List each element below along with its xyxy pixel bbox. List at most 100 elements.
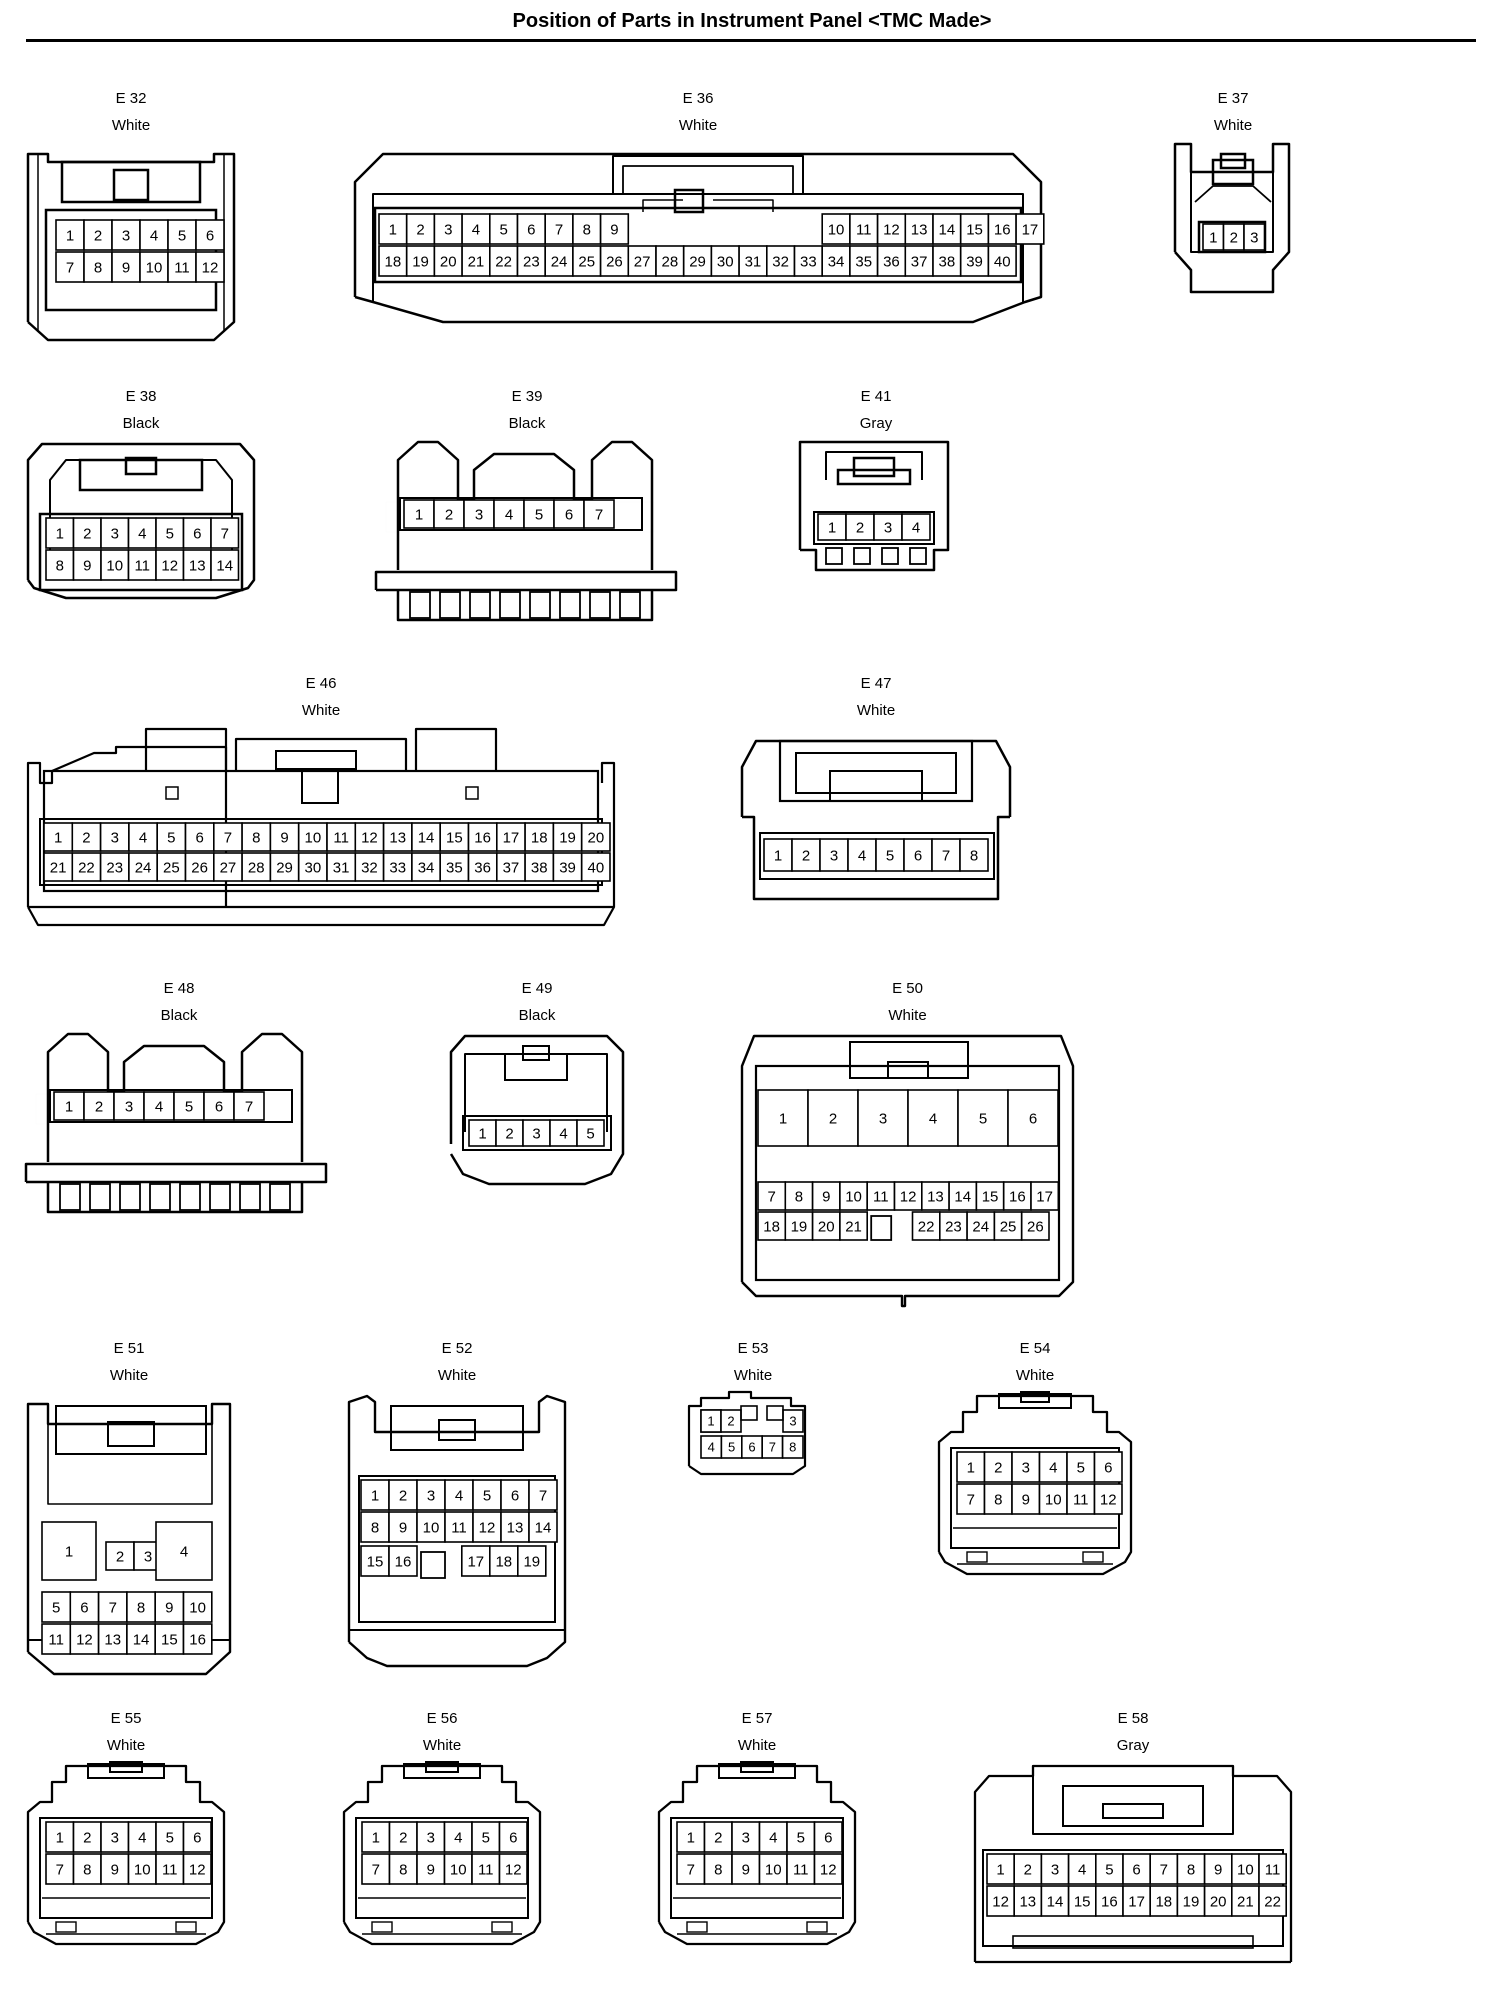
pin-6: 6: [740, 1435, 763, 1459]
svg-text:2: 2: [116, 1548, 124, 1565]
pin-16: 16: [1002, 1181, 1032, 1211]
pin-16: 16: [388, 1545, 418, 1577]
pin-6: 6: [813, 1821, 843, 1853]
svg-text:8: 8: [994, 1491, 1002, 1508]
pin-3: 3: [1011, 1451, 1041, 1483]
svg-text:34: 34: [418, 859, 435, 876]
svg-text:27: 27: [634, 253, 651, 270]
svg-text:12: 12: [76, 1631, 93, 1648]
pin-26: 26: [1020, 1211, 1050, 1241]
svg-text:12: 12: [992, 1893, 1009, 1910]
pin-8: 8: [1176, 1853, 1206, 1885]
pin-27: 27: [627, 245, 657, 277]
svg-text:3: 3: [879, 1110, 887, 1127]
svg-text:39: 39: [966, 253, 983, 270]
svg-text:22: 22: [495, 253, 512, 270]
svg-text:15: 15: [982, 1188, 999, 1205]
svg-text:3: 3: [427, 1829, 435, 1846]
svg-text:7: 7: [245, 1098, 253, 1115]
svg-text:1: 1: [371, 1487, 379, 1504]
svg-text:16: 16: [1101, 1893, 1118, 1910]
pin-4: 4: [901, 513, 931, 541]
svg-text:12: 12: [505, 1861, 522, 1878]
pin-23: 23: [939, 1211, 968, 1241]
pin-6: 6: [203, 1091, 235, 1121]
svg-text:6: 6: [565, 506, 573, 523]
pin-10: 10: [1038, 1483, 1068, 1515]
pin-40: 40: [580, 852, 611, 882]
pin-6: 6: [195, 219, 225, 251]
pin-19: 19: [1176, 1885, 1206, 1917]
pin-14: 14: [210, 549, 240, 581]
pin-3: 3: [1040, 1853, 1070, 1885]
pin-38: 38: [524, 852, 555, 882]
svg-text:5: 5: [797, 1829, 805, 1846]
pin-10: 10: [1230, 1853, 1260, 1885]
pin-3: 3: [416, 1821, 446, 1853]
svg-text:20: 20: [588, 829, 605, 846]
pin-35: 35: [439, 852, 470, 882]
pin-5: 5: [523, 499, 555, 529]
pin-2: 2: [983, 1451, 1013, 1483]
pin-14: 14: [948, 1181, 978, 1211]
pin-2: 2: [791, 838, 821, 872]
svg-text:1: 1: [707, 1414, 714, 1429]
svg-text:1: 1: [65, 1543, 73, 1560]
pin-18: 18: [489, 1545, 519, 1577]
svg-text:17: 17: [467, 1553, 484, 1570]
svg-text:14: 14: [535, 1519, 552, 1536]
connector-code: E 55: [110, 1710, 142, 1727]
svg-text:4: 4: [912, 519, 920, 536]
svg-text:3: 3: [444, 221, 452, 238]
svg-text:10: 10: [134, 1861, 151, 1878]
svg-text:5: 5: [535, 506, 543, 523]
svg-text:14: 14: [418, 829, 435, 846]
svg-text:8: 8: [583, 221, 591, 238]
pin-24: 24: [544, 245, 574, 277]
svg-text:1: 1: [66, 227, 74, 244]
pin-2: 2: [720, 1409, 742, 1433]
svg-text:23: 23: [945, 1218, 962, 1235]
pin-10: 10: [127, 1853, 157, 1885]
svg-text:9: 9: [399, 1519, 407, 1536]
pin-10: 10: [297, 822, 328, 852]
connector-code: E 48: [163, 980, 195, 997]
svg-text:14: 14: [216, 557, 233, 574]
svg-text:10: 10: [845, 1188, 862, 1205]
svg-text:9: 9: [427, 1861, 435, 1878]
pin-32: 32: [354, 852, 385, 882]
connector-color: White: [678, 117, 718, 134]
svg-text:24: 24: [551, 253, 568, 270]
pin-8: 8: [959, 838, 989, 872]
pin-21: 21: [43, 852, 74, 882]
pin-7: 7: [45, 1853, 75, 1885]
svg-text:19: 19: [412, 253, 429, 270]
svg-text:27: 27: [220, 859, 237, 876]
svg-text:1: 1: [65, 1098, 73, 1115]
pin-32: 32: [765, 245, 796, 277]
svg-text:4: 4: [139, 829, 147, 846]
svg-text:12: 12: [479, 1519, 496, 1536]
pin-36: 36: [876, 245, 907, 277]
svg-text:2: 2: [83, 525, 91, 542]
svg-text:4: 4: [1049, 1459, 1057, 1476]
svg-text:22: 22: [78, 859, 95, 876]
pin-19: 19: [552, 822, 583, 852]
pin-14: 14: [1040, 1885, 1070, 1917]
pin-8: 8: [703, 1853, 733, 1885]
pin-4: 4: [127, 1821, 157, 1853]
svg-text:5: 5: [167, 829, 175, 846]
pin-8: 8: [241, 822, 272, 852]
pin-8: 8: [388, 1853, 418, 1885]
pin-15: 15: [959, 213, 990, 245]
svg-text:35: 35: [855, 253, 872, 270]
svg-text:5: 5: [1105, 1861, 1113, 1878]
svg-text:8: 8: [137, 1599, 145, 1616]
svg-text:11: 11: [478, 1861, 494, 1878]
pin-28: 28: [241, 852, 272, 882]
pin-11: 11: [1258, 1853, 1288, 1885]
svg-text:6: 6: [914, 847, 922, 864]
connector-color: White: [111, 117, 151, 134]
